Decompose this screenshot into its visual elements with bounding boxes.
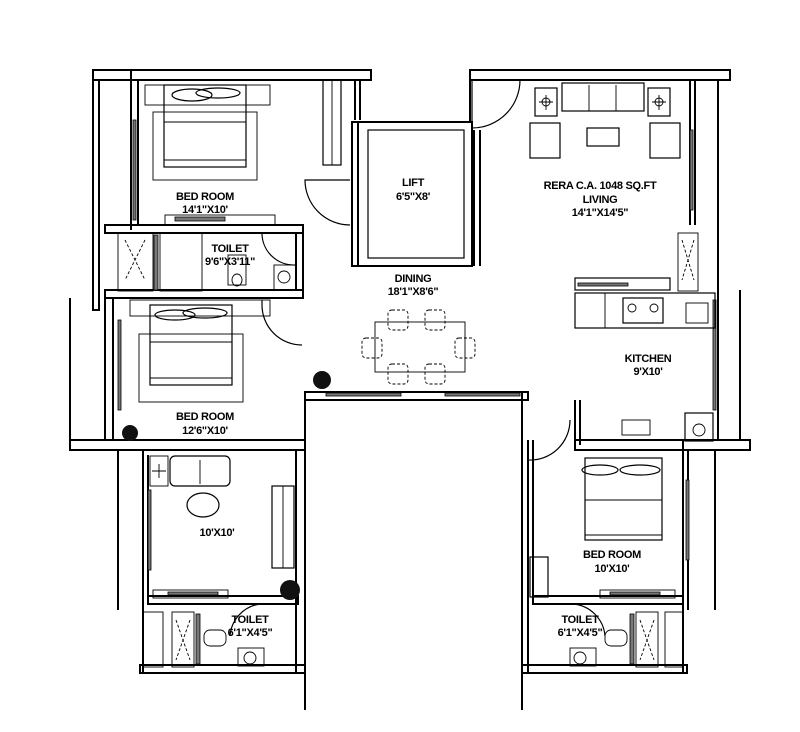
living-name: LIVING (583, 194, 618, 206)
room-bottom-left-furniture (149, 455, 295, 599)
windows (117, 119, 717, 571)
dining-name: DINING (395, 273, 432, 285)
room-bottom-left-size: 10'X10' (200, 527, 236, 539)
toilet-bottom-left-size: 6'1"X4'5" (228, 627, 273, 639)
toilet-bottom-left-name: TOILET (231, 614, 269, 626)
doors (229, 79, 606, 637)
bedroom-bottom-right-name: BED ROOM (583, 549, 641, 561)
living-furniture (529, 82, 681, 159)
bedroom-mid-left-name: BED ROOM (176, 411, 234, 423)
toilet-bottom-right-name: TOILET (561, 614, 599, 626)
bedroom-top-left-size: 14'1"X10' (182, 204, 228, 216)
bedroom-door-mid (261, 300, 303, 346)
dining-size: 18'1"X8'6" (388, 286, 439, 298)
toilet-bottom-right-fixtures (569, 611, 684, 668)
kitchen-name: KITCHEN (625, 353, 672, 365)
utility-shaft-right (677, 232, 699, 292)
bed-bottom-right (529, 457, 676, 599)
room-labels: BED ROOM 14'1"X10' TOILET 9'6"X3'11" LIF… (176, 177, 672, 639)
bed-top-left (144, 84, 271, 181)
kitchen-size: 9'X10' (633, 366, 663, 378)
tv-unit (164, 214, 276, 226)
lift-size: 6'5"X8' (396, 191, 431, 203)
exterior-walls (69, 69, 751, 710)
toilet-top-left-size: 9'6"X3'11" (205, 256, 255, 268)
bed-mid-left (129, 299, 271, 403)
lift-name: LIFT (402, 177, 425, 189)
toilet-bottom-left-fixtures (142, 611, 265, 668)
plant-icon (280, 580, 300, 600)
plant-icon (313, 371, 331, 389)
bedroom-bottom-right-size: 10'X10' (595, 563, 631, 575)
rera-carpet-area: RERA C.A. 1048 SQ.FT (544, 180, 657, 192)
bedroom-mid-left-size: 12'6"X10' (182, 425, 228, 437)
toilet-top-left-fixtures (117, 232, 297, 292)
living-size: 14'1"X14'5" (572, 207, 628, 219)
dining-table-set (361, 309, 476, 385)
bedroom-door-top (304, 179, 351, 226)
bedroom-top-left-name: BED ROOM (176, 191, 234, 203)
entrance-door (471, 79, 521, 129)
plant-icon (122, 425, 138, 441)
toilet-top-left-name: TOILET (211, 243, 249, 255)
kitchen-counter (574, 277, 716, 442)
wardrobe-top-left (322, 79, 342, 166)
toilet-bottom-right-size: 6'1"X4'5" (558, 627, 603, 639)
